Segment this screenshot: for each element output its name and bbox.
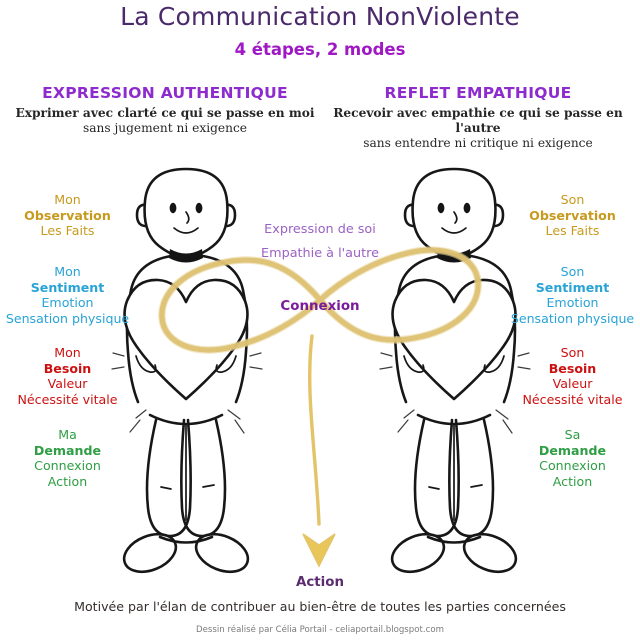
left-person-hips — [148, 413, 224, 426]
action-label: Action — [295, 575, 345, 590]
action-arrow-head — [302, 533, 336, 568]
step-right-besoin-key: Besoin — [548, 360, 597, 376]
column-right-subline-2: sans entendre ni critique ni exigence — [363, 135, 593, 150]
left-person-neck — [169, 249, 203, 263]
right-person-motion-ticks-lower-left — [397, 409, 415, 433]
step-left-observation-key: Observation — [24, 207, 111, 223]
step-right-sentiment-detail-2: Sensation physique — [510, 310, 635, 326]
step-right-observation-key: Observation — [529, 207, 616, 223]
right-person-figure — [379, 167, 531, 574]
left-person-nose — [185, 211, 190, 224]
step-right-observation-lead: Son — [560, 192, 585, 207]
left-person-ankles — [158, 535, 214, 544]
step-left-sentiment: Mon Sentiment Emotion Sensation physique — [0, 264, 135, 326]
left-person-ear-left — [135, 203, 150, 228]
step-left-sentiment-key: Sentiment — [30, 279, 105, 295]
step-right-sentiment-detail-1: Emotion — [546, 295, 599, 311]
left-person-foot-left — [122, 532, 178, 574]
step-left-observation-detail-1: Les Faits — [40, 223, 95, 239]
right-person-hand-left — [403, 355, 425, 373]
step-left-sentiment-detail-1: Emotion — [41, 295, 94, 311]
right-person-eye-left — [437, 202, 445, 214]
column-left-subline-1: Exprimer avec clarté ce qui se passe en … — [15, 106, 315, 120]
step-left-sentiment-detail-2: Sensation physique — [5, 310, 130, 326]
column-right-subline-1: Recevoir avec empathie ce qui se passe e… — [333, 106, 623, 135]
action-arrow — [302, 334, 336, 568]
right-person-eye-right — [463, 202, 471, 214]
right-person-knee-ticks — [428, 484, 483, 490]
step-left-sentiment-lead: Mon — [54, 264, 81, 279]
step-left-demande-detail-2: Action — [47, 473, 88, 489]
left-person-motion-ticks-right — [249, 352, 263, 370]
connection-infinity-ribbon — [158, 246, 482, 354]
credit-line: Dessin réalisé par Célia Portail - celia… — [196, 625, 444, 635]
right-person-smile — [441, 227, 467, 234]
step-right-besoin: Son Besoin Valeur Nécessité vitale — [505, 345, 640, 407]
page-subtitle: 4 étapes, 2 modes — [234, 40, 406, 59]
step-right-demande-lead: Sa — [564, 427, 581, 442]
column-left-subline-2: sans jugement ni exigence — [82, 120, 248, 135]
left-person-knee-ticks — [160, 484, 215, 490]
step-left-observation-lead: Mon — [54, 192, 81, 207]
step-right-observation: Son Observation Les Faits — [505, 192, 640, 239]
column-header-right: REFLET EMPATHIQUE Recevoir avec empathie… — [318, 84, 638, 151]
left-person-eye-left — [169, 202, 177, 214]
connexion-label: Connexion — [280, 299, 360, 314]
right-person-ear-right — [490, 203, 505, 228]
right-person-foot-left — [390, 532, 446, 574]
step-left-demande-detail-1: Connexion — [34, 458, 101, 474]
right-person-motion-ticks-right — [517, 352, 531, 370]
column-right-heading: REFLET EMPATHIQUE — [384, 84, 572, 102]
step-left-demande-lead: Ma — [58, 427, 77, 442]
page-title: La Communication NonViolente — [120, 2, 520, 31]
step-right-demande-detail-2: Action — [552, 473, 593, 489]
left-person-motion-ticks-lower-right — [227, 409, 245, 434]
step-left-demande: Ma Demande Connexion Action — [0, 427, 135, 489]
step-right-demande-detail-1: Connexion — [539, 458, 606, 474]
left-person-foot-right — [194, 532, 250, 574]
left-person-motion-ticks-left — [111, 352, 125, 370]
right-person-hand-right — [483, 355, 505, 373]
right-person-motion-ticks-left — [379, 352, 393, 370]
step-left-besoin-detail-1: Valeur — [47, 376, 88, 392]
center-empathie-label: Empathie à l'autre — [261, 245, 379, 261]
step-left-besoin-detail-2: Nécessité vitale — [17, 391, 118, 407]
step-right-demande-key: Demande — [538, 442, 607, 458]
step-left-observation: Mon Observation Les Faits — [0, 192, 135, 239]
center-mode-labels: Expression de soi Empathie à l'autre — [240, 218, 400, 265]
center-expression-label: Expression de soi — [264, 222, 376, 237]
right-person-nose — [453, 211, 458, 224]
right-person-ankles — [426, 535, 482, 544]
action-arrow-shaft — [308, 334, 321, 526]
step-left-besoin-lead: Mon — [54, 345, 81, 360]
right-person-motion-ticks-lower-right — [495, 409, 513, 434]
left-person-hand-right — [215, 355, 237, 373]
left-person-ear-right — [222, 203, 237, 228]
right-person-foot-right — [462, 532, 518, 574]
left-person-eye-right — [195, 202, 203, 214]
left-person-figure — [111, 167, 263, 574]
step-right-observation-detail-1: Les Faits — [545, 223, 600, 239]
left-person-heart-body — [123, 278, 249, 401]
column-left-heading: EXPRESSION AUTHENTIQUE — [42, 84, 288, 102]
step-right-besoin-lead: Son — [560, 345, 585, 360]
ribbon-stroke — [159, 247, 481, 353]
step-right-sentiment: Son Sentiment Emotion Sensation physique — [505, 264, 640, 326]
left-person-motion-ticks-lower-left — [129, 409, 147, 433]
step-left-besoin: Mon Besoin Valeur Nécessité vitale — [0, 345, 135, 407]
step-right-demande: Sa Demande Connexion Action — [505, 427, 640, 489]
column-header-left: EXPRESSION AUTHENTIQUE Exprimer avec cla… — [5, 84, 325, 136]
step-right-besoin-detail-2: Nécessité vitale — [522, 391, 623, 407]
step-right-sentiment-lead: Son — [560, 264, 585, 279]
step-right-besoin-detail-1: Valeur — [552, 376, 593, 392]
left-person-smile — [173, 227, 199, 234]
step-right-sentiment-key: Sentiment — [535, 279, 610, 295]
right-person-hips — [416, 413, 492, 426]
step-left-besoin-key: Besoin — [43, 360, 92, 376]
footer-note: Motivée par l'élan de contribuer au bien… — [74, 599, 566, 614]
right-person-ear-left — [403, 203, 418, 228]
step-left-demande-key: Demande — [33, 442, 102, 458]
left-person-hand-left — [135, 355, 157, 373]
